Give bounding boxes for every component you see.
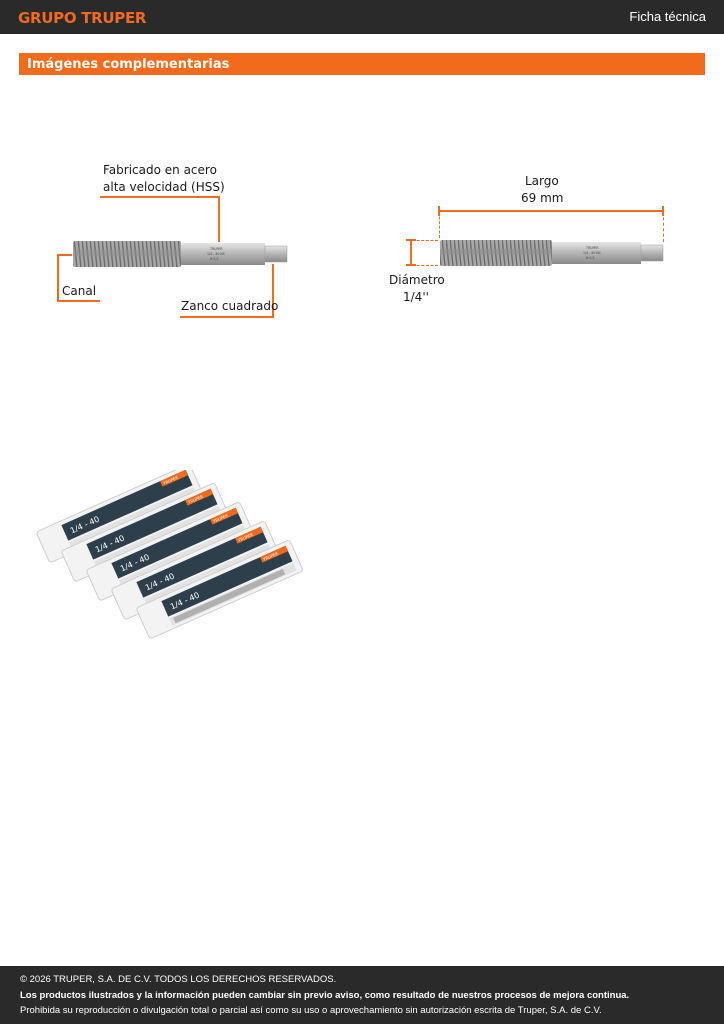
length-extension-line — [663, 212, 664, 242]
groove-label: Canal — [62, 284, 97, 298]
package-brand-text: TRUPER — [211, 513, 229, 525]
material-label-line2: alta velocidad (HSS) — [103, 180, 225, 194]
shank-callout-line — [180, 316, 274, 318]
length-dimension-line — [439, 210, 664, 212]
groove-callout-line — [57, 300, 100, 302]
diameter-dimension-tick — [406, 264, 416, 266]
shank-marking: TRUPER — [585, 246, 599, 250]
shank-marking: H.S.S. — [586, 256, 595, 260]
footer-copyright: © 2026 TRUPER, S.A. DE C.V. TODOS LOS DE… — [20, 974, 337, 985]
shank-marking: H.S.S. — [210, 257, 219, 261]
diameter-value: 1/4'' — [403, 290, 429, 304]
shank-callout-line — [272, 264, 274, 318]
package-brand-text: TRUPER — [186, 494, 204, 506]
shank-label: Zanco cuadrado — [181, 299, 279, 313]
groove-callout-line — [57, 254, 59, 302]
tap-tool-image: TRUPER 1/4 - 40 NC H.S.S. — [73, 241, 288, 267]
page-header: GRUPO TRUPER Ficha técnica — [0, 0, 724, 34]
diameter-extension-line — [412, 265, 438, 266]
length-extension-line — [439, 212, 440, 238]
package-brand-text: TRUPER — [161, 475, 179, 487]
shank-marking: 1/4 - 40 NC — [207, 252, 226, 256]
diameter-dimension-tick — [406, 239, 416, 241]
groove-callout-line — [57, 254, 72, 256]
document-type: Ficha técnica — [629, 9, 706, 24]
material-callout-line — [100, 196, 219, 198]
package-brand-text: TRUPER — [236, 532, 254, 544]
length-dimension-tick — [662, 206, 664, 216]
tap-tool-image: TRUPER 1/4 - 40 NC H.S.S. — [440, 240, 664, 266]
length-dimension-tick — [438, 206, 440, 216]
brand-logo: GRUPO TRUPER — [18, 9, 147, 27]
section-title: Imágenes complementarias — [27, 57, 230, 72]
shank-marking: 1/4 - 40 NC — [583, 251, 602, 255]
footer-notice: Los productos ilustrados y la informació… — [20, 990, 630, 1001]
package-brand-text: TRUPER — [261, 551, 279, 563]
shank-marking: TRUPER — [209, 247, 223, 251]
length-value: 69 mm — [521, 191, 564, 205]
footer-legal: Prohibida su reproducción o divulgación … — [20, 1005, 602, 1016]
diameter-label: Diámetro — [389, 273, 445, 287]
length-label: Largo — [525, 174, 559, 188]
material-callout-line — [218, 196, 220, 242]
diameter-dimension-line — [410, 240, 412, 265]
material-label-line1: Fabricado en acero — [103, 163, 217, 177]
section-header: Imágenes complementarias — [19, 53, 705, 75]
page-footer: © 2026 TRUPER, S.A. DE C.V. TODOS LOS DE… — [0, 966, 724, 1024]
diameter-extension-line — [412, 240, 438, 241]
